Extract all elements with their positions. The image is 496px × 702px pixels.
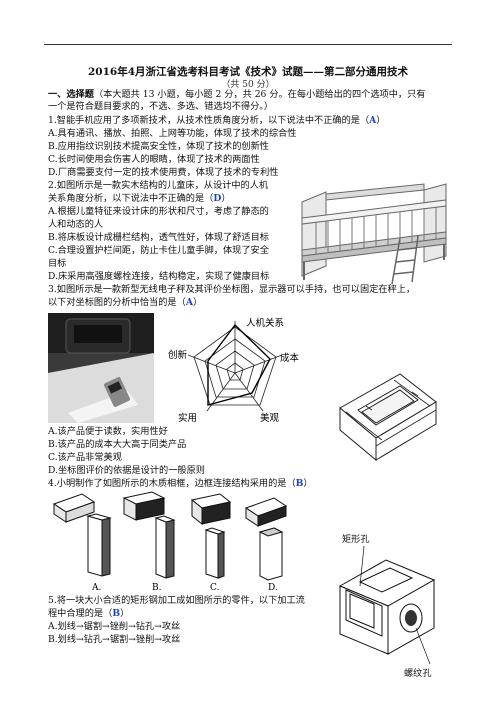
q3-option-b: B.该产品的成本大大高于同类产品 (48, 439, 187, 450)
q1-option-d: D.厂商需要支付一定的技术使用费，体现了技术的专利性 (48, 167, 279, 178)
section-instruction-line1: 一、选择题（本大题共 13 小题，每小题 2 分，共 26 分。在每小题给出的四… (48, 89, 426, 100)
label-rectangular-hole: 矩形孔 (342, 534, 370, 545)
q1-option-b: B.应用指纹识别技术提高安全性，体现了技术的创新性 (48, 141, 269, 152)
q2-stem-line1: 2.如图所示是一款实木结构的儿童床，从设计中的人机 (48, 180, 269, 191)
q5-answer: B (112, 608, 121, 619)
q5-stem-line1: 5.将一块大小合适的矩形钢加工成如图所示的零件，以下加工流 (48, 595, 305, 606)
page-title: 2016年4月浙江省选考科目考试《技术》试题——第二部分通用技术 (87, 66, 409, 78)
joint-label-b: B. (152, 583, 162, 593)
q1-option-a: A.具有通讯、播放、拍照、上网等功能，体现了技术的综合性 (48, 128, 297, 139)
q1-stem: 1.智能手机应用了多项新技术，从技术性质角度分析，以下说法中不正确的是（A） (48, 115, 386, 126)
q5-option-b: B.划线→钻孔→锯割→锉削→攻丝 (48, 634, 181, 645)
joint-label-a: A. (91, 583, 101, 593)
q2-option-a: A.根据儿童特征来设计床的形状和尺寸，考虑了静态的 (48, 206, 269, 217)
q4-answer: B (295, 478, 304, 489)
q2-option-a-cont: 人和动态的人 (48, 219, 104, 230)
q2-option-c-cont: 目标 (48, 258, 67, 269)
q2-option-b: B.将床板设计成栅栏结构，透气性好，体现了舒适目标 (48, 232, 269, 243)
q1-answer: A (369, 115, 377, 126)
total-score: （共 50 分） (221, 80, 275, 90)
q2-option-d: D.床采用高强度螺栓连接，结构稳定，实现了健康目标 (48, 271, 270, 282)
q4-stem: 4.小明制作了如图所示的木质相框，边框连接结构采用的是（B） (48, 478, 313, 489)
q3-answer: A (185, 297, 193, 308)
q2-option-c: C.合理设置护栏间距，防止卡住儿童手脚，体现了安全 (48, 245, 269, 256)
arrow-icon: → (102, 634, 110, 645)
q2-stem-line2: 关系角度分析，以下说法中不正确的是（D） (48, 193, 231, 204)
q3-option-a: A.该产品便于读数，实用性好 (48, 426, 168, 437)
arrow-icon: → (128, 634, 136, 645)
q2-answer: D (213, 193, 222, 204)
section-instruction-line2: 一个是符合题目要求的，不选、多选、错选均不得分。） (48, 101, 274, 112)
arrow-icon: → (154, 634, 162, 645)
joint-label-c: C. (210, 583, 220, 593)
radar-label-ergonomics: 人机关系 (246, 317, 284, 329)
radar-series (207, 323, 271, 406)
q3-stem-line2: 以下对坐标图的分析中恰当的是（A） (48, 297, 203, 308)
label-threaded-hole: 螺纹孔 (404, 668, 432, 679)
radar-label-practicality: 实用 (178, 412, 197, 424)
section-heading: 一、选择题 (48, 89, 94, 100)
arrow-icon: → (76, 634, 84, 645)
header-rule (44, 44, 452, 45)
q5-option-a: A.划线→锯割→锉削→钻孔→攻丝 (48, 621, 181, 632)
joint-label-d: D. (268, 583, 278, 593)
q3-option-c: C.该产品非常美观 (48, 452, 122, 463)
joint-options-figure: A. B. C. D. (52, 491, 288, 593)
q1-option-c: C.长时间使用会伤害人的眼睛，体现了技术的两面性 (48, 154, 260, 165)
radar-label-innovation: 创新 (168, 349, 188, 361)
q3-option-d: D.坐标图评价的依据是设计的一般原则 (48, 465, 205, 476)
child-bed-illustration (301, 183, 447, 285)
radar-label-appearance: 美观 (260, 412, 280, 424)
q5-stem-line2: 程中合理的是（B） (48, 608, 130, 619)
arrow-icon: → (128, 621, 136, 632)
steel-part-illustration (338, 546, 436, 665)
wireless-scale-photo (48, 313, 154, 423)
radar-label-cost: 成本 (280, 352, 300, 364)
arrow-icon: → (75, 621, 84, 632)
arrow-icon: → (102, 621, 110, 632)
arrow-icon: → (154, 621, 162, 632)
q3-stem-line1: 3.如图所示是一款新型无线电子秤及其评价坐标图，显示器可以手持，也可以固定在秤上… (48, 284, 416, 295)
evaluation-radar-chart: 人机关系 成本 美观 实用 创新 (168, 317, 300, 424)
wooden-frame-illustration (339, 373, 437, 462)
